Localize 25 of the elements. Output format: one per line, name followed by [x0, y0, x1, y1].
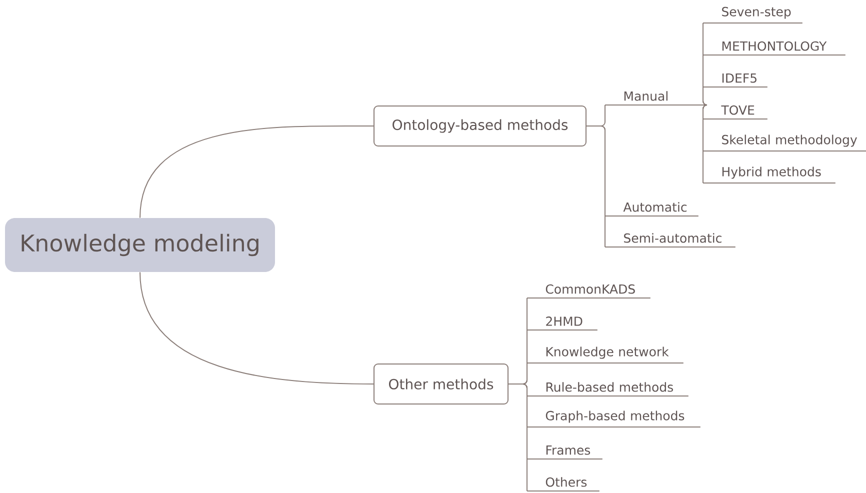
underlined-topic: METHONTOLOGY — [702, 41, 846, 56]
underlined-topic: Others — [526, 477, 600, 492]
underlined-topic: CommonKADS — [526, 284, 651, 298]
underlined-topic: Knowledge network — [526, 346, 684, 364]
underlined-topic: Hybrid methods — [702, 166, 836, 184]
underlined-topic: Manual — [604, 91, 706, 106]
connector-line — [508, 384, 528, 492]
topic-box: Ontology-based methods — [374, 106, 586, 146]
underlined-topic: Automatic — [604, 202, 699, 216]
connector-line — [140, 125, 374, 218]
underlined-topic: 2HMD — [526, 316, 598, 330]
underlined-topic: Skeletal methodology — [702, 134, 866, 152]
underlined-topic: Semi-automatic — [604, 233, 736, 248]
connector-line — [702, 86, 708, 106]
underlined-topic: TOVE — [702, 105, 768, 120]
underlined-topic: Rule-based methods — [526, 382, 689, 396]
underlined-topic: Graph-based methods — [526, 410, 701, 428]
connector-line — [586, 126, 606, 248]
topic-box: Knowledge modeling — [5, 218, 275, 272]
underlined-topic: Frames — [526, 446, 603, 460]
connector-line — [702, 104, 708, 184]
topic-box: Other methods — [374, 364, 508, 404]
connector-line — [140, 272, 374, 384]
underlined-topic: IDEF5 — [702, 74, 768, 88]
underlined-topic: Seven-step — [702, 6, 803, 24]
